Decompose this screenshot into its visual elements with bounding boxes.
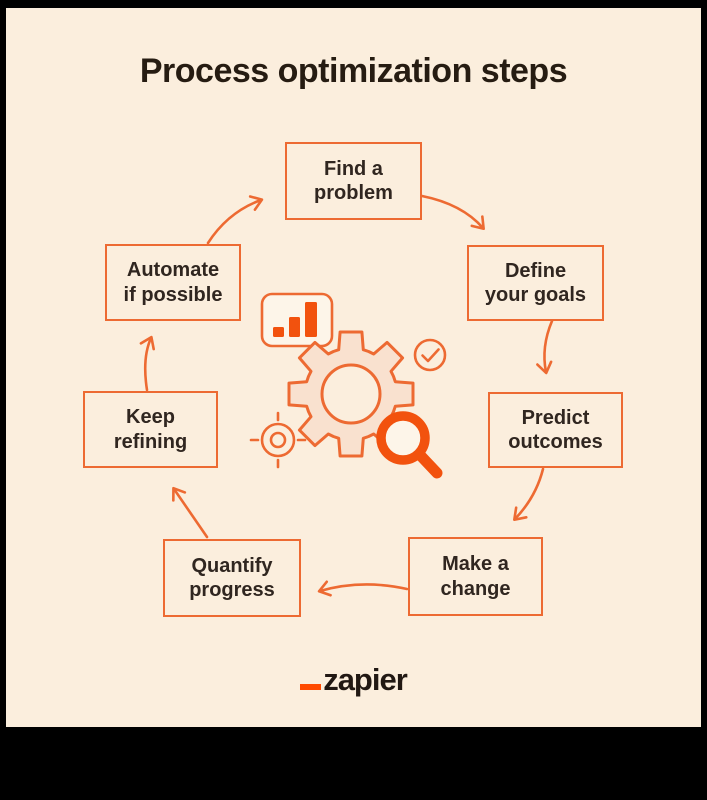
step-label-line: your goals bbox=[484, 284, 587, 306]
step-label-line: Make a bbox=[442, 553, 509, 576]
step-label-line: problem bbox=[314, 182, 393, 204]
arrow-keep-to-automate bbox=[139, 335, 155, 392]
step-label-line: refining bbox=[113, 430, 188, 453]
step-label-line: Keep bbox=[126, 406, 175, 429]
page-title: Process optimization steps bbox=[139, 52, 568, 90]
step-find-a-problem: Find a problem bbox=[285, 142, 422, 220]
zapier-wordmark: zapier bbox=[323, 662, 408, 697]
step-label-line: Define bbox=[504, 259, 567, 282]
step-label-line: Automate bbox=[126, 259, 220, 282]
step-label-line: if possible bbox=[123, 283, 223, 306]
magnifying-glass-icon bbox=[376, 411, 443, 479]
step-automate-if-possible: Automate if possible bbox=[105, 244, 241, 321]
step-make-a-change: Make a change bbox=[408, 537, 543, 616]
arrow-define-to-predict bbox=[536, 319, 554, 375]
arrow-quantify-to-keep bbox=[172, 486, 209, 539]
arrow-find-to-define bbox=[420, 194, 485, 231]
step-label-line: Find a bbox=[324, 157, 383, 180]
crosshair-target-icon bbox=[249, 411, 307, 469]
arrow-make-to-quantify bbox=[317, 580, 409, 597]
step-label-line: outcomes bbox=[508, 431, 603, 453]
arrow-predict-to-make bbox=[513, 467, 545, 522]
step-label-line: progress bbox=[189, 579, 275, 601]
zapier-logo: zapier bbox=[0, 664, 707, 695]
check-circle-icon bbox=[413, 338, 447, 372]
step-quantify-progress: Quantify progress bbox=[163, 539, 301, 617]
zapier-underscore bbox=[300, 684, 322, 690]
step-label-line: change bbox=[440, 577, 511, 600]
step-define-your-goals: Define your goals bbox=[467, 245, 604, 321]
step-keep-refining: Keep refining bbox=[83, 391, 218, 468]
step-label-line: Quantify bbox=[191, 554, 273, 577]
step-label-line: Predict bbox=[521, 406, 590, 429]
step-predict-outcomes: Predict outcomes bbox=[488, 392, 623, 468]
bar-chart-icon bbox=[260, 292, 334, 348]
arrow-automate-to-find bbox=[206, 195, 264, 245]
